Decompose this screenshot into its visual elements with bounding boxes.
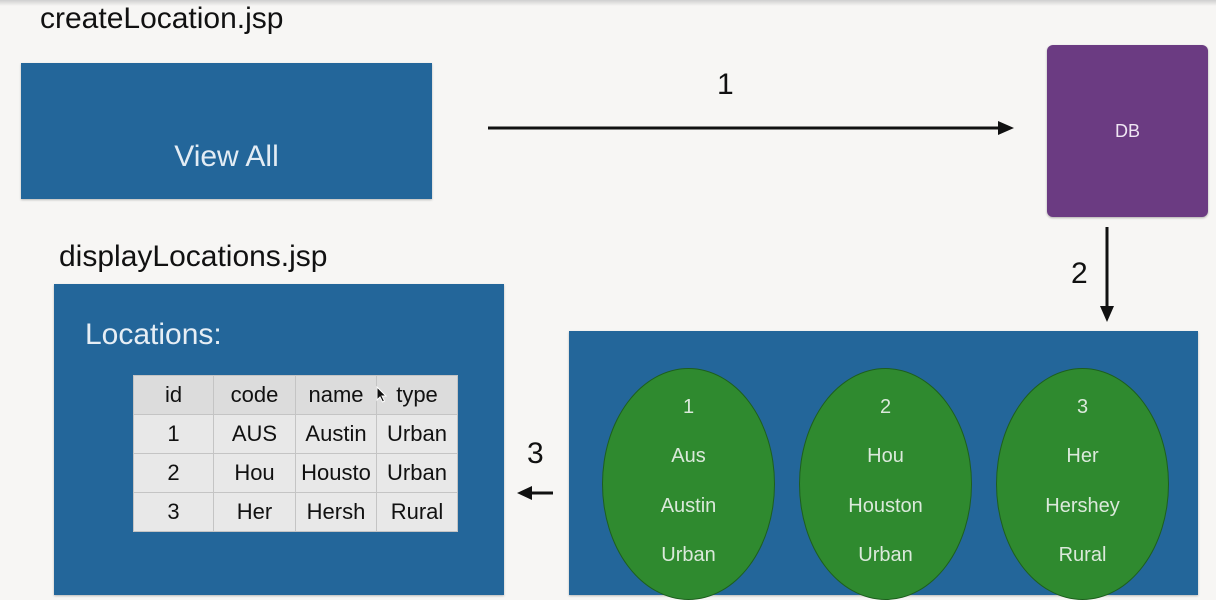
table-cell: Housto [295, 453, 377, 493]
column-header: id [133, 375, 214, 415]
top-shadow [0, 0, 1216, 6]
locations-heading: Locations: [85, 318, 222, 351]
record-oval: 1 Aus Austin Urban [602, 368, 775, 600]
arrow-right-icon [488, 121, 1014, 135]
step-2-label: 2 [1071, 257, 1088, 290]
table-cell: Rural [376, 492, 458, 532]
record-oval: 2 Hou Houston Urban [799, 368, 972, 600]
create-location-page-title: createLocation.jsp [40, 2, 284, 35]
arrow-down-icon [1100, 227, 1114, 322]
column-header: name [295, 375, 377, 415]
display-locations-page-title: displayLocations.jsp [59, 240, 328, 273]
database-box: DB [1047, 45, 1208, 217]
record-type: Rural [1058, 544, 1107, 566]
table-row: 3 Her Hersh Rural [133, 492, 458, 532]
table-cell: AUS [213, 414, 296, 454]
record-name: Houston [848, 495, 923, 517]
record-id: 3 [1076, 396, 1089, 418]
create-location-panel: View All [21, 63, 432, 199]
table-cell: 3 [133, 492, 214, 532]
database-label: DB [1114, 121, 1140, 141]
record-type: Urban [661, 544, 716, 566]
table-row: 1 AUS Austin Urban [133, 414, 458, 454]
record-id: 1 [682, 396, 695, 418]
record-type: Urban [858, 544, 913, 566]
mouse-cursor-icon [376, 386, 387, 403]
table-cell: Austin [295, 414, 377, 454]
display-locations-panel: Locations: id code name type 1 AUS Austi… [54, 284, 504, 595]
record-code: Hou [867, 445, 904, 467]
record-name: Austin [660, 495, 717, 517]
table-cell: Urban [376, 453, 458, 493]
table-cell: 1 [133, 414, 214, 454]
table-cell: Hou [213, 453, 296, 493]
record-oval: 3 Her Hershey Rural [996, 368, 1169, 600]
table-header-row: id code name type [133, 375, 458, 415]
table-cell: Urban [376, 414, 458, 454]
record-id: 2 [879, 396, 892, 418]
record-code: Aus [671, 445, 706, 467]
result-set-panel: 1 Aus Austin Urban 2 Hou Houston Urban 3… [569, 331, 1198, 600]
column-header: code [213, 375, 296, 415]
table-cell: Hersh [295, 492, 377, 532]
column-header: type [376, 375, 458, 415]
arrow-left-icon [517, 486, 553, 500]
table-cell: 2 [133, 453, 214, 493]
table-cell: Her [213, 492, 296, 532]
record-name: Hershey [1045, 495, 1120, 517]
record-code: Her [1066, 445, 1099, 467]
step-3-label: 3 [527, 437, 544, 470]
step-1-label: 1 [717, 68, 734, 101]
table-row: 2 Hou Housto Urban [133, 453, 458, 493]
view-all-button[interactable]: View All [174, 140, 279, 173]
locations-table: id code name type 1 AUS Austin Urban 2 H… [133, 375, 458, 532]
